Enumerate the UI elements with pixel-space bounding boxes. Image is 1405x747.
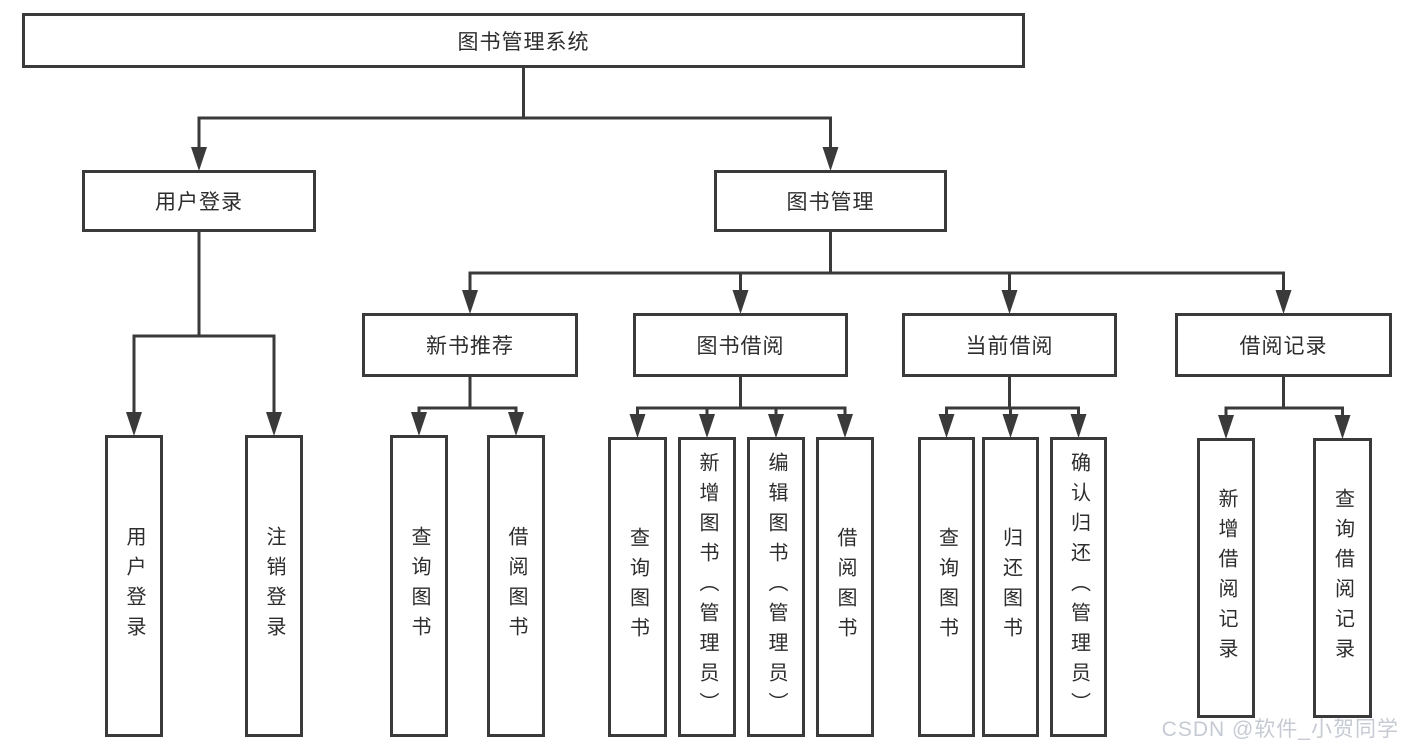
node-label-bb-add: 新增图书（管理员） (696, 452, 718, 722)
node-br-add: 新增借阅记录 (1197, 438, 1255, 718)
node-label-bb-query: 查询图书 (626, 527, 649, 647)
node-nb-query: 查询图书 (390, 435, 448, 737)
node-bb-query: 查询图书 (608, 437, 667, 737)
node-label-br-query: 查询借阅记录 (1331, 488, 1354, 668)
node-label-login: 用户登录 (123, 526, 145, 646)
node-label-book-mgmt: 图书管理 (786, 191, 875, 214)
node-new-book: 新书推荐 (362, 313, 578, 377)
node-label-cb-confirm: 确认归还（管理员） (1067, 452, 1090, 722)
node-label-bb-edit: 编辑图书（管理员） (765, 452, 787, 722)
node-book-mgmt: 图书管理 (714, 170, 947, 232)
node-label-nb-query: 查询图书 (408, 526, 430, 646)
node-label-nb-borrow: 借阅图书 (505, 526, 527, 646)
node-root: 图书管理系统 (22, 13, 1025, 68)
node-label-logout: 注销登录 (263, 526, 285, 646)
node-label-root: 图书管理系统 (457, 30, 590, 54)
watermark: CSDN @软件_小贺同学 (1161, 718, 1399, 741)
node-bb-borrow: 借阅图书 (816, 437, 874, 737)
node-book-borrow: 图书借阅 (633, 313, 848, 377)
node-label-bb-borrow: 借阅图书 (834, 527, 856, 647)
node-user-login: 用户登录 (82, 170, 316, 232)
node-label-current-borrow: 当前借阅 (965, 335, 1054, 358)
node-label-user-login: 用户登录 (155, 191, 243, 214)
node-cb-query: 查询图书 (918, 437, 975, 737)
node-current-borrow: 当前借阅 (902, 313, 1117, 377)
node-nb-borrow: 借阅图书 (487, 435, 545, 737)
node-bb-edit: 编辑图书（管理员） (747, 437, 805, 737)
node-label-cb-return: 归还图书 (999, 527, 1022, 647)
node-cb-return: 归还图书 (982, 437, 1039, 737)
node-br-query: 查询借阅记录 (1313, 438, 1372, 718)
node-label-borrow-records: 借阅记录 (1239, 335, 1328, 358)
node-bb-add: 新增图书（管理员） (678, 437, 736, 737)
node-login: 用户登录 (105, 435, 163, 737)
node-cb-confirm: 确认归还（管理员） (1050, 437, 1107, 737)
node-label-cb-query: 查询图书 (935, 527, 958, 647)
node-label-book-borrow: 图书借阅 (696, 335, 785, 358)
node-label-br-add: 新增借阅记录 (1215, 488, 1237, 668)
node-label-new-book: 新书推荐 (426, 335, 514, 358)
node-logout: 注销登录 (245, 435, 303, 737)
node-borrow-records: 借阅记录 (1175, 313, 1392, 377)
